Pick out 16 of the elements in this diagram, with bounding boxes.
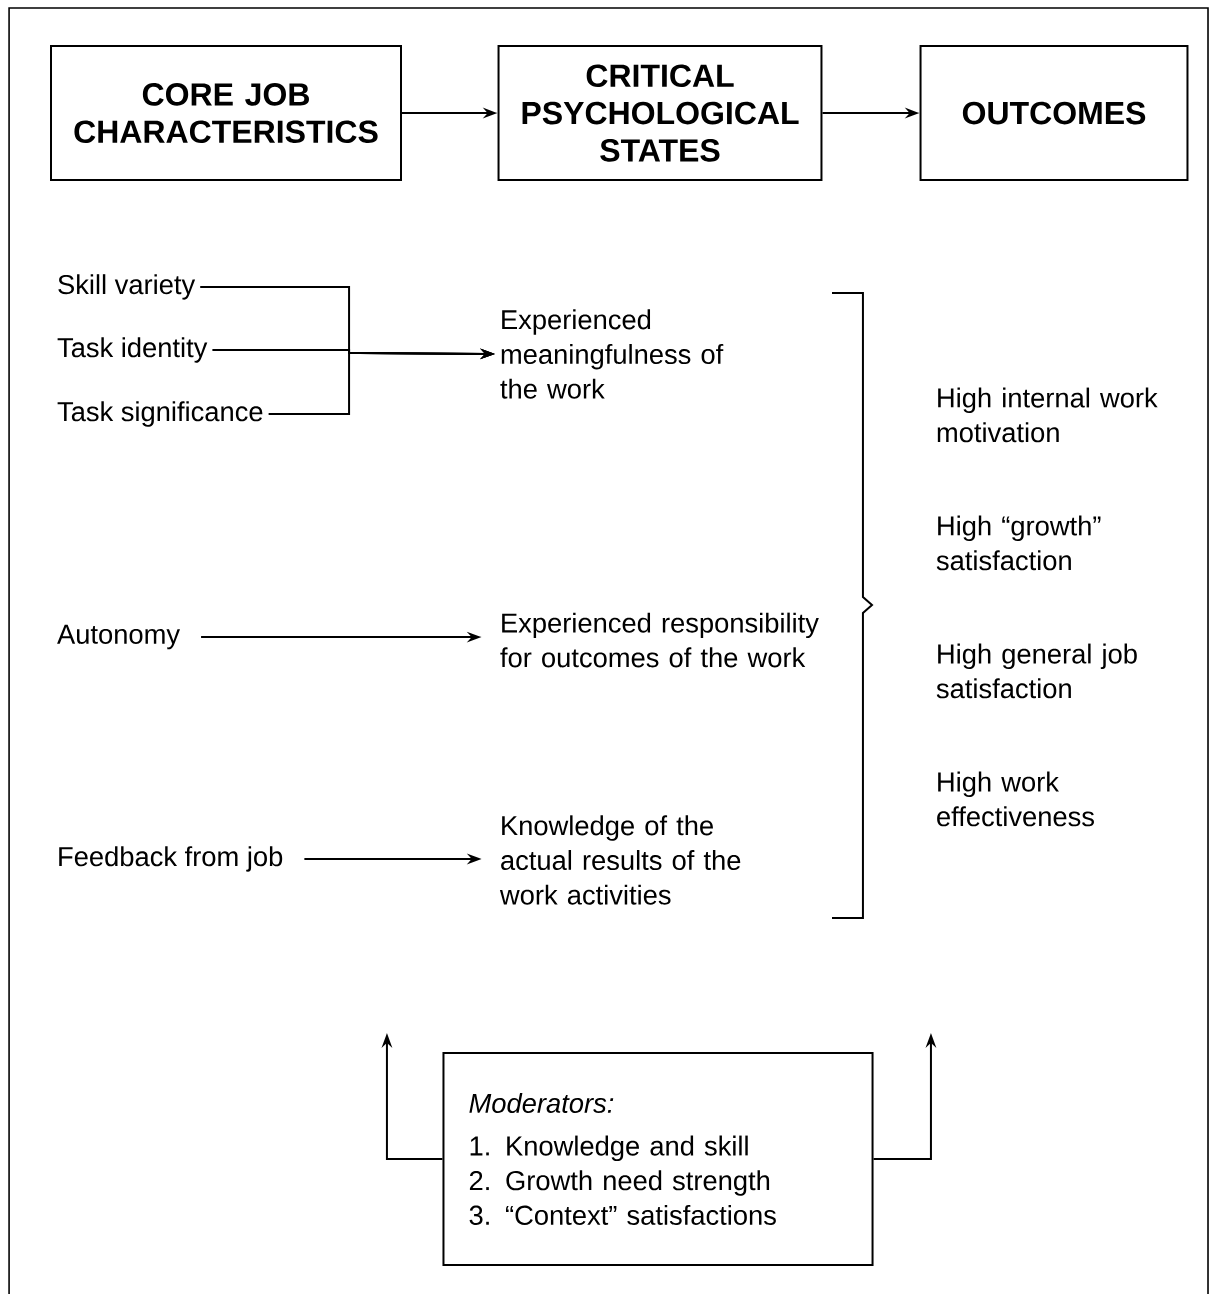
moderators-box: Moderators: 1. Knowledge and skill 2. Growth need strength 3. “Context” satisfactions: [442, 1051, 874, 1266]
characteristic-label: Task significance: [57, 401, 263, 427]
characteristic-label: Task identity: [57, 337, 208, 363]
outcome-label: High work effectiveness: [937, 771, 1094, 827]
characteristic-label: Feedback from job: [59, 846, 283, 872]
characteristic-label: Autonomy: [57, 624, 180, 650]
outcome-label: High general job satisfaction: [936, 643, 1137, 699]
state-label: Experienced meaningfulness of the work: [500, 309, 724, 399]
outcome-label: High “growth” satisfaction: [936, 515, 1101, 571]
state-label: Knowledge of the actual results of the work activities: [499, 815, 741, 905]
characteristic-label: Skill variety: [58, 274, 196, 300]
header-box: CRITICAL PSYCHOLOGICAL STATES: [497, 45, 823, 182]
state-label: Experienced responsibility for outcomes of the work: [500, 612, 819, 668]
header-box: OUTCOMES: [919, 45, 1189, 182]
header-box: CORE JOB CHARACTERISTICS: [49, 45, 402, 182]
outcome-label: High internal work motivation: [937, 387, 1158, 443]
